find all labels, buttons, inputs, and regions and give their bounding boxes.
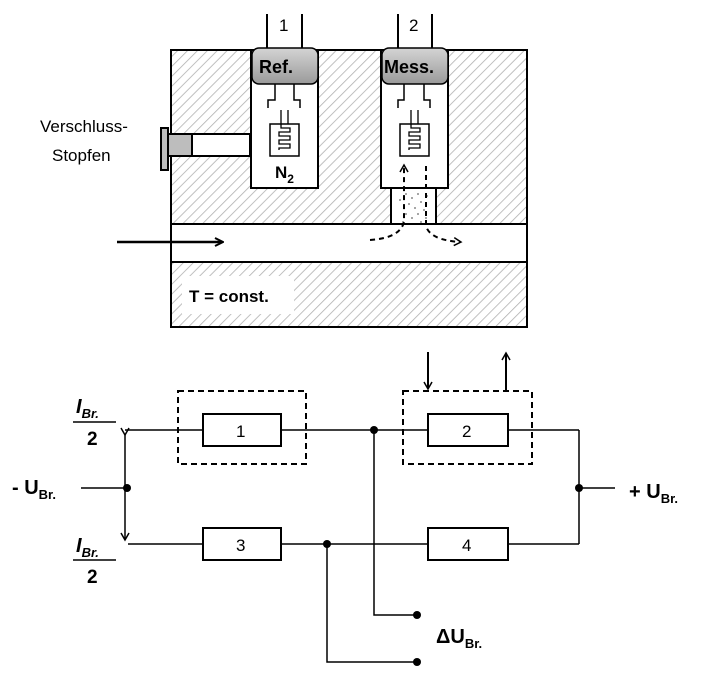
channel-1-number: 1 [279,16,288,35]
svg-text:IBr.: IBr. [76,396,99,421]
node-right [575,484,583,492]
plug-head [167,133,193,157]
channel-1-number-box [273,12,297,36]
ref-lead-right [293,84,301,108]
enclosure-2 [402,390,533,465]
resistor-1-label: 1 [236,422,245,441]
diffusion-out-arrow [425,166,463,247]
channel-2-number: 2 [409,16,418,35]
ref-lead-left [267,84,276,108]
temperature-label: T = const. [189,287,269,306]
node-left [123,484,131,492]
output-voltage-label: ΔUBr. [436,626,482,651]
ref-filament-icon [278,110,291,150]
mess-filament-icon [408,110,421,150]
resistor-4-label: 4 [462,536,471,555]
ref-filament-housing [269,123,300,157]
mess-lead-right [423,84,431,108]
mess-lead-left [397,84,405,108]
left-terminal-label: - UBr. [12,477,56,502]
diffusion-in-arrow [369,163,409,241]
svg-text:2: 2 [87,567,98,588]
plug-label-line2: Stopfen [52,146,111,165]
current-label-top: IBr. 2 [73,396,116,450]
temperature-label-box [182,276,294,314]
resistor-2: 2 [427,413,509,447]
node-top-mid [370,426,378,434]
svg-text:2: 2 [87,429,98,450]
diffusion-dots [399,193,428,223]
resistor-2-label: 2 [462,422,471,441]
ref-label: Ref. [259,57,293,77]
output-terminal-top [413,611,421,619]
enclosure-1 [177,390,307,465]
svg-text:IBr.: IBr. [76,535,99,560]
current-label-bottom: IBr. 2 [73,535,116,588]
mess-label-box [381,47,449,85]
resistor-4: 4 [427,527,509,561]
resistor-1: 1 [202,413,282,447]
ref-label-box [251,47,319,85]
node-bottom-mid [323,540,331,548]
mess-label: Mess. [384,57,434,77]
plug-cap [160,127,169,171]
resistor-3: 3 [202,527,282,561]
output-terminal-bottom [413,658,421,666]
reference-cell: 1 Ref. N2 [250,12,319,189]
sensor-block: T = const. [170,49,528,328]
n2-label: N2 [275,163,294,186]
diffusion-neck [390,187,437,225]
circuit-nodes [123,426,583,666]
bridge-circuit [81,429,615,663]
plug: Verschluss- Stopfen [40,117,251,171]
plug-label-line1: Verschluss- [40,117,128,136]
channel-2-number-box [403,12,427,36]
measurement-cell: 2 Mess. [369,12,463,247]
resistor-3-label: 3 [236,536,245,555]
right-terminal-label: + UBr. [629,481,678,506]
gas-channel [170,223,528,263]
plug-bore [191,133,251,157]
